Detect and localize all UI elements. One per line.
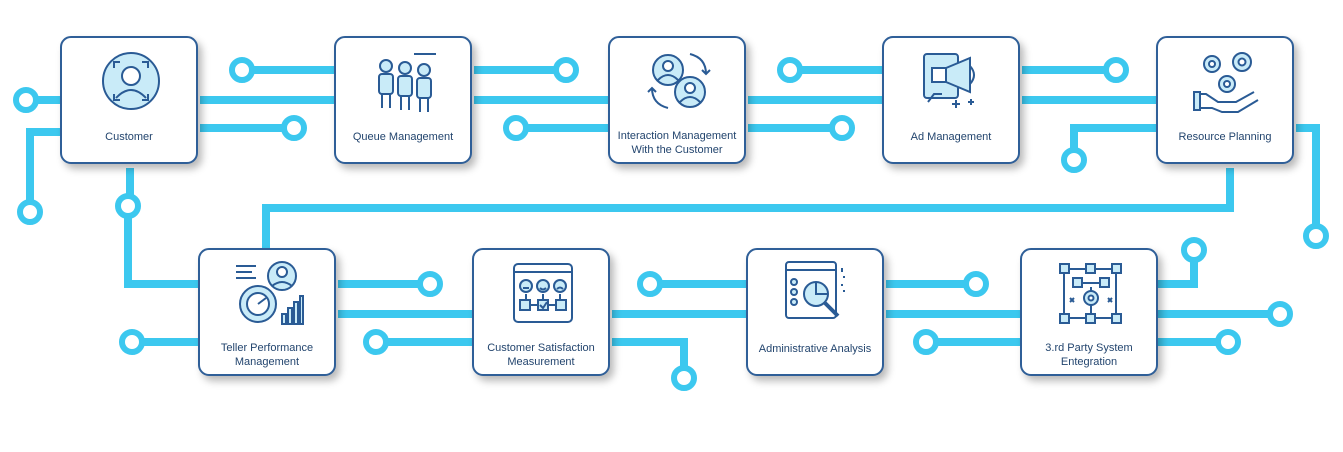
step-card-resource-planning[interactable]: Resource Planning xyxy=(1156,36,1294,164)
step-label: 3.rd Party System Entegration xyxy=(1026,341,1152,369)
wire-terminal xyxy=(417,271,443,297)
step-card-ad-management[interactable]: Ad Management xyxy=(882,36,1020,164)
wire-terminal xyxy=(829,115,855,141)
satisfaction-survey-icon xyxy=(513,263,573,323)
step-label: Administrative Analysis xyxy=(752,342,878,356)
step-card-system-integration[interactable]: 3.rd Party System Entegration xyxy=(1020,248,1158,376)
step-label-line: Customer Satisfaction xyxy=(487,342,595,354)
step-label-line: Measurement xyxy=(507,356,575,368)
wire-terminal xyxy=(17,199,43,225)
wire-5-right xyxy=(1296,124,1320,236)
step-label: Ad Management xyxy=(888,130,1014,144)
wire-terminal xyxy=(1267,301,1293,327)
step-card-queue-management[interactable]: Queue Management xyxy=(334,36,472,164)
step-label-line: Resource Planning xyxy=(1178,131,1272,143)
wire-teller-entry xyxy=(124,206,198,288)
step-label: Customer xyxy=(66,130,192,144)
step-label: Customer Satisfaction Measurement xyxy=(478,341,604,369)
wire-row-return xyxy=(262,168,1234,248)
analysis-magnifier-icon xyxy=(785,261,845,319)
step-card-administrative-analysis[interactable]: Administrative Analysis xyxy=(746,248,884,376)
step-card-interaction-management[interactable]: Interaction Management With the Customer xyxy=(608,36,746,164)
wire-terminal xyxy=(229,57,255,83)
wire-terminal xyxy=(115,193,141,219)
step-label-line: Teller Performance xyxy=(220,342,314,354)
system-integration-icon xyxy=(1059,263,1122,324)
wire-terminal xyxy=(281,115,307,141)
performance-gauge-icon xyxy=(236,261,304,325)
wire-terminal xyxy=(1181,237,1207,263)
wire-terminal xyxy=(963,271,989,297)
step-label-line: With the Customer xyxy=(631,144,723,156)
wire-terminal xyxy=(913,329,939,355)
step-label-line: Ad Management xyxy=(910,131,992,143)
step-label-line: Interaction Management xyxy=(617,130,737,142)
wire-terminal xyxy=(637,271,663,297)
wire-terminal xyxy=(1103,57,1129,83)
queue-people-icon xyxy=(378,53,436,112)
step-label-line: Customer xyxy=(105,131,153,143)
wire-left-drop xyxy=(26,128,60,212)
step-label-line: Administrative Analysis xyxy=(758,343,872,355)
interaction-cycle-icon xyxy=(647,53,711,109)
megaphone-icon xyxy=(923,53,975,108)
step-label-line: 3.rd Party System xyxy=(1045,342,1133,354)
step-card-customer[interactable]: Customer xyxy=(60,36,198,164)
wire-terminal xyxy=(777,57,803,83)
gears-hand-icon xyxy=(1193,52,1259,113)
wire-terminal xyxy=(13,87,39,113)
step-label: Interaction Management With the Customer xyxy=(614,129,740,157)
wire-terminal xyxy=(553,57,579,83)
wire-terminal xyxy=(1303,223,1329,249)
wire-terminal xyxy=(363,329,389,355)
step-label-line: Management xyxy=(234,356,300,368)
step-label: Queue Management xyxy=(340,130,466,144)
step-label: Resource Planning xyxy=(1162,130,1288,144)
step-card-teller-performance[interactable]: Teller Performance Management xyxy=(198,248,336,376)
wire-terminal xyxy=(503,115,529,141)
wire-terminal xyxy=(1215,329,1241,355)
step-label: Teller Performance Management xyxy=(204,341,330,369)
step-card-customer-satisfaction[interactable]: Customer Satisfaction Measurement xyxy=(472,248,610,376)
step-label-line: Entegration xyxy=(1060,356,1118,368)
wire-terminal xyxy=(119,329,145,355)
wire-terminal xyxy=(671,365,697,391)
step-label-line: Queue Management xyxy=(352,131,454,143)
customer-face-scan-icon xyxy=(102,52,160,110)
wire-5-lower-left xyxy=(1070,124,1156,160)
wire-terminal xyxy=(1061,147,1087,173)
